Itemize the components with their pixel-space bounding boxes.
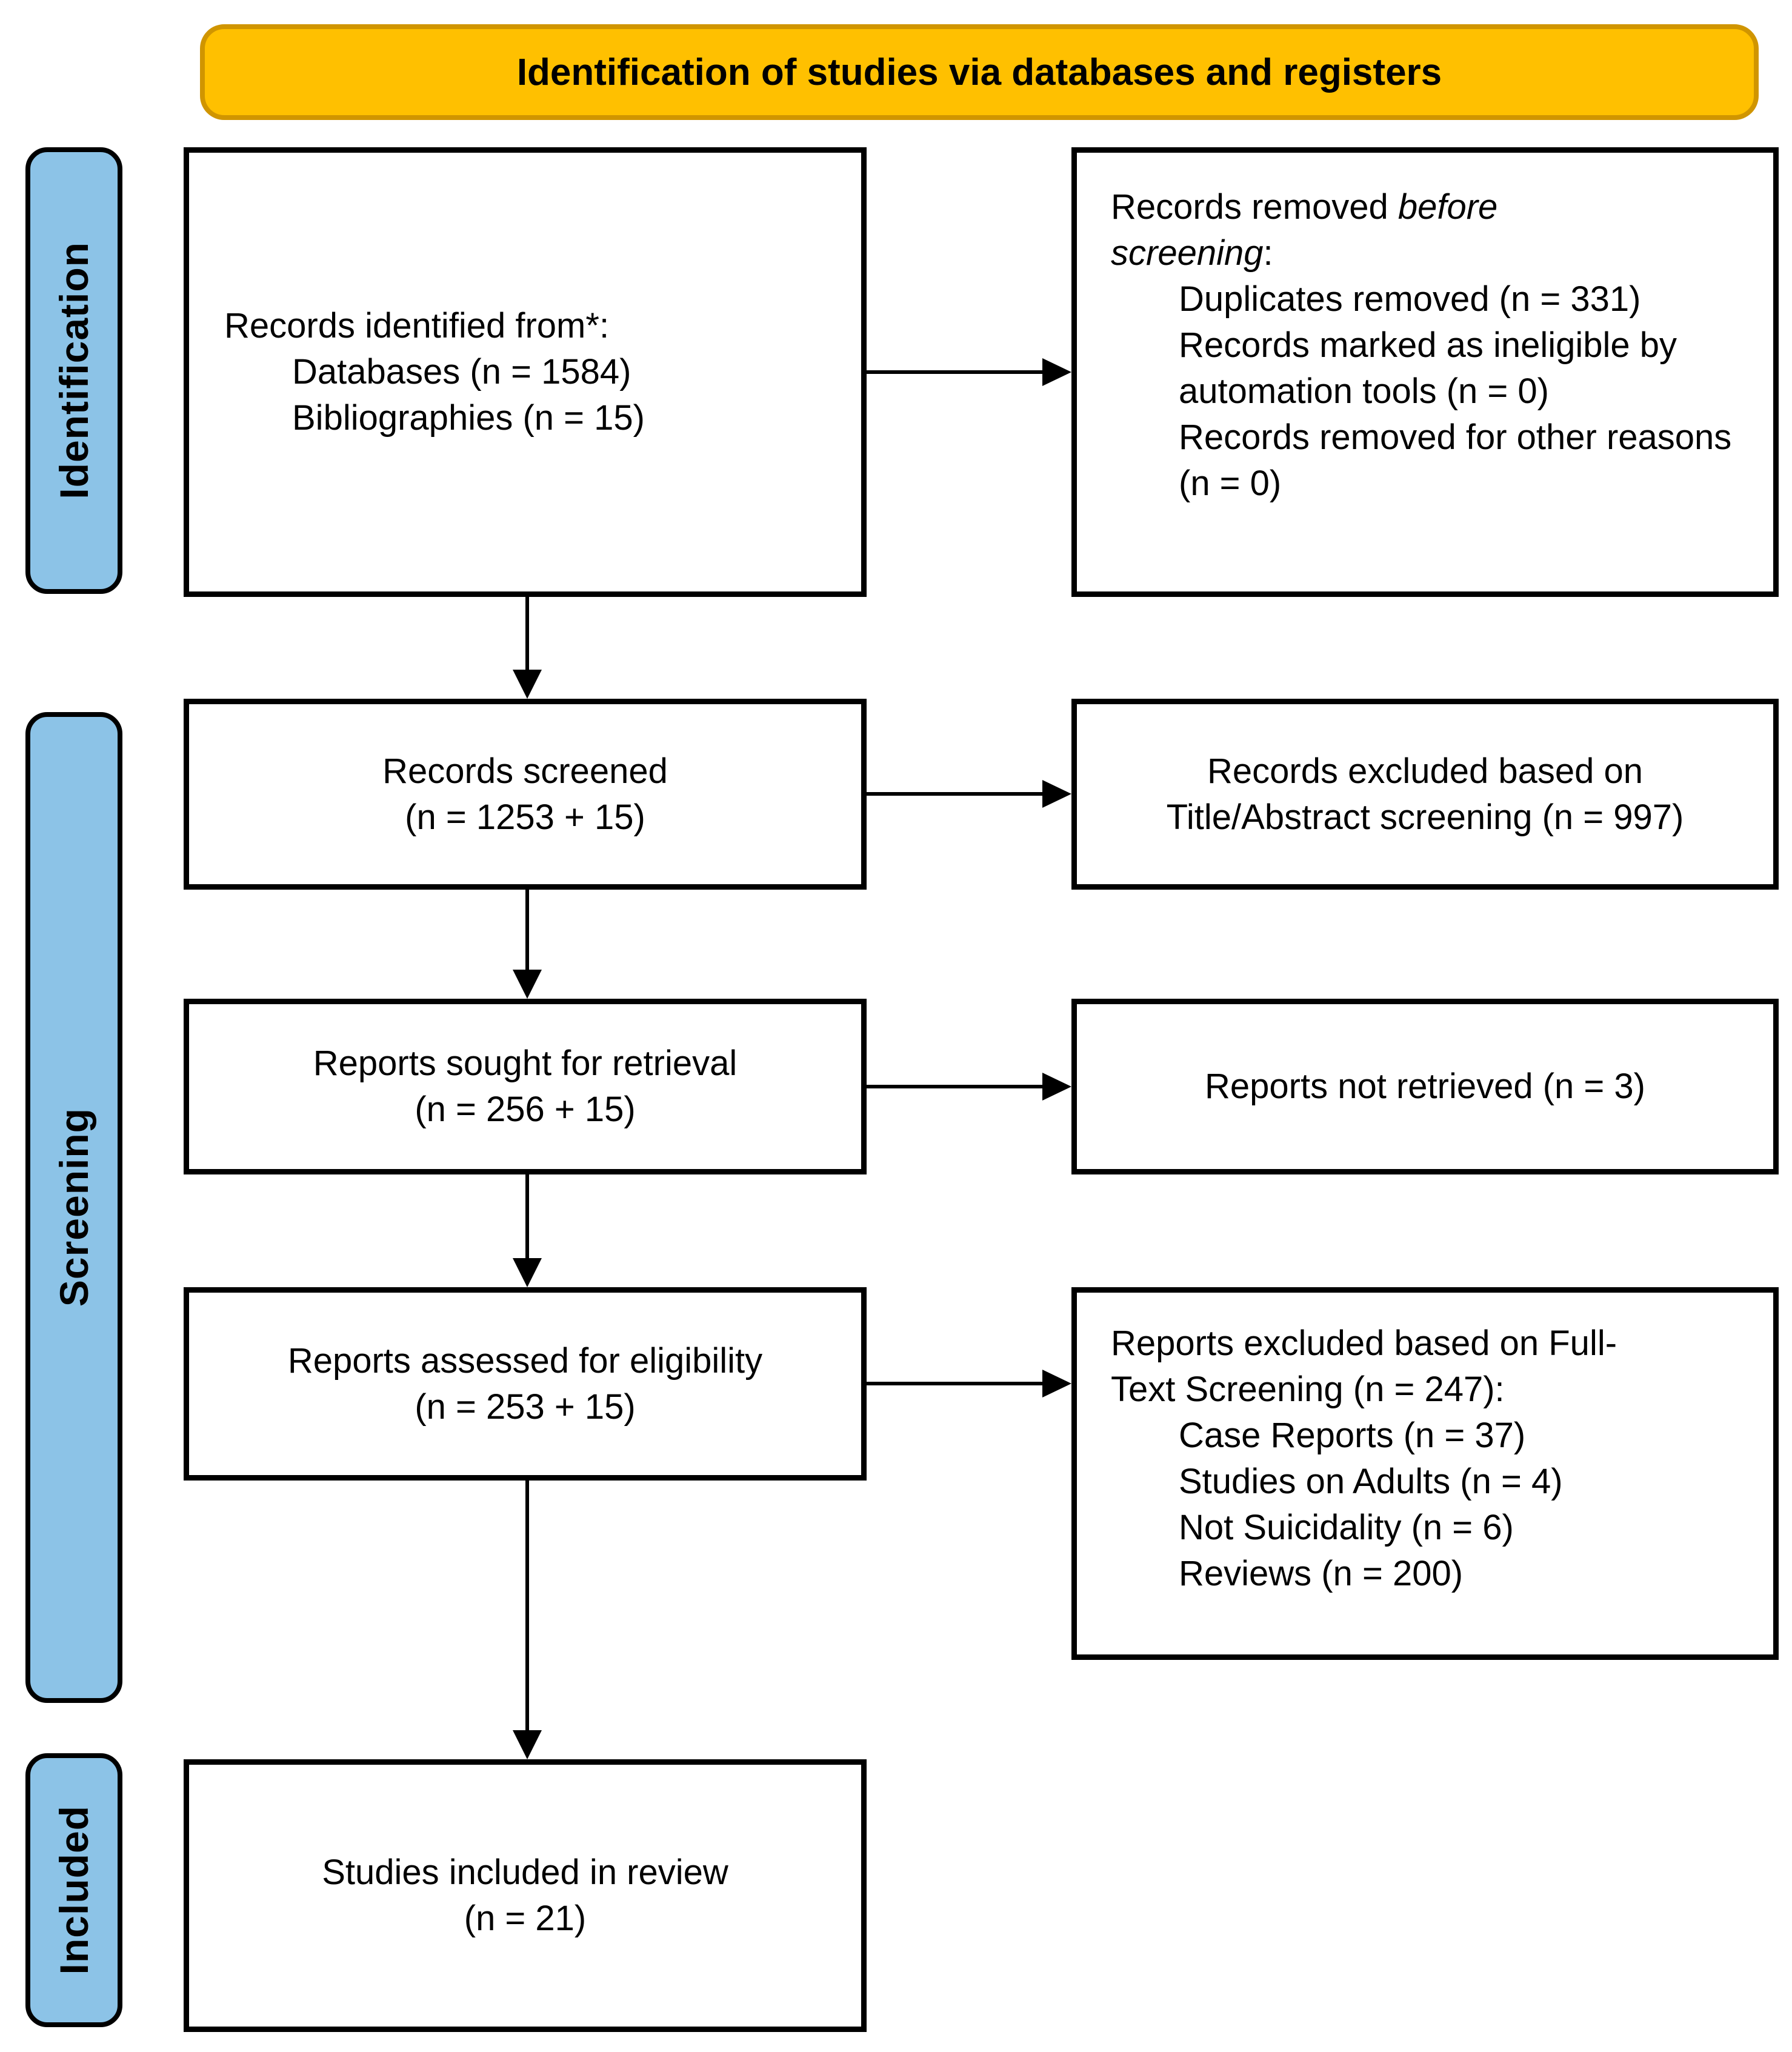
arrowhead-right-icon	[1042, 358, 1071, 386]
arrow-screened-to-excluded	[867, 792, 1044, 796]
box-reports-sought: Reports sought for retrieval (n = 256 + …	[184, 999, 867, 1174]
box-records-identified: Records identified from*: Databases (n =…	[184, 147, 867, 597]
records-excluded-line2: Title/Abstract screening (n = 997)	[1166, 797, 1684, 837]
reports-assessed-count: (n = 253 + 15)	[415, 1387, 636, 1427]
stage-label-screening-text: Screening	[52, 1108, 96, 1307]
reports-not-retrieved-text: Reports not retrieved (n = 3)	[1205, 1067, 1645, 1106]
records-removed-item: Duplicates removed (n = 331)	[1179, 279, 1641, 319]
stage-label-included: Included	[25, 1753, 122, 2027]
arrow-assessed-to-excluded	[867, 1382, 1044, 1385]
reports-excluded-item: Case Reports (n = 37)	[1179, 1416, 1526, 1455]
reports-assessed-line1: Reports assessed for eligibility	[287, 1341, 763, 1381]
arrowhead-right-icon	[1042, 1073, 1071, 1101]
records-excluded-line1: Records excluded based on	[1207, 751, 1644, 791]
arrowhead-down-icon	[513, 970, 542, 999]
records-removed-item: Records marked as ineligible by automati…	[1179, 325, 1677, 411]
studies-included-line1: Studies included in review	[322, 1853, 728, 1892]
box-records-screened: Records screened (n = 1253 + 15)	[184, 699, 867, 890]
records-identified-heading: Records identified from*:	[224, 306, 610, 345]
arrow-assessed-to-included	[525, 1481, 529, 1731]
box-records-removed: Records removed before screening: Duplic…	[1071, 147, 1779, 597]
box-reports-not-retrieved: Reports not retrieved (n = 3)	[1071, 999, 1779, 1174]
studies-included-count: (n = 21)	[464, 1899, 587, 1938]
stage-label-identification-text: Identification	[52, 242, 96, 499]
box-reports-assessed: Reports assessed for eligibility (n = 25…	[184, 1287, 867, 1481]
stage-label-included-text: Included	[52, 1805, 96, 1975]
arrow-sought-to-assessed	[525, 1174, 529, 1259]
arrowhead-down-icon	[513, 1730, 542, 1759]
arrow-sought-to-not-retrieved	[867, 1085, 1044, 1088]
arrow-identified-to-removed	[867, 370, 1044, 374]
arrowhead-down-icon	[513, 670, 542, 699]
records-identified-item: Databases (n = 1584)	[292, 352, 631, 391]
stage-label-identification: Identification	[25, 147, 122, 594]
reports-excluded-heading-line1: Reports excluded based on Full-	[1111, 1324, 1617, 1363]
reports-excluded-item: Studies on Adults (n = 4)	[1179, 1462, 1563, 1501]
box-studies-included: Studies included in review (n = 21)	[184, 1759, 867, 2032]
diagram-title-banner: Identification of studies via databases …	[200, 24, 1759, 120]
diagram-title: Identification of studies via databases …	[516, 51, 1442, 93]
reports-excluded-heading-line2: Text Screening (n = 247):	[1111, 1370, 1505, 1409]
records-removed-heading-line2: screening:	[1111, 233, 1273, 273]
reports-excluded-item: Reviews (n = 200)	[1179, 1554, 1464, 1593]
reports-sought-line1: Reports sought for retrieval	[313, 1044, 738, 1083]
arrowhead-right-icon	[1042, 780, 1071, 808]
reports-excluded-item: Not Suicidality (n = 6)	[1179, 1508, 1514, 1547]
records-identified-item: Bibliographies (n = 15)	[292, 398, 645, 438]
records-screened-line1: Records screened	[382, 751, 668, 791]
arrowhead-down-icon	[513, 1258, 542, 1287]
arrow-screened-to-sought	[525, 890, 529, 971]
stage-label-screening: Screening	[25, 712, 122, 1703]
records-removed-item: Records removed for other reasons (n = 0…	[1179, 418, 1732, 503]
box-reports-excluded: Reports excluded based on Full- Text Scr…	[1071, 1287, 1779, 1660]
box-records-excluded: Records excluded based on Title/Abstract…	[1071, 699, 1779, 890]
reports-sought-count: (n = 256 + 15)	[415, 1090, 636, 1129]
records-removed-heading-line1: Records removed before	[1111, 187, 1498, 227]
records-screened-count: (n = 1253 + 15)	[405, 797, 645, 837]
arrowhead-right-icon	[1042, 1370, 1071, 1397]
arrow-identified-to-screened	[525, 597, 529, 671]
